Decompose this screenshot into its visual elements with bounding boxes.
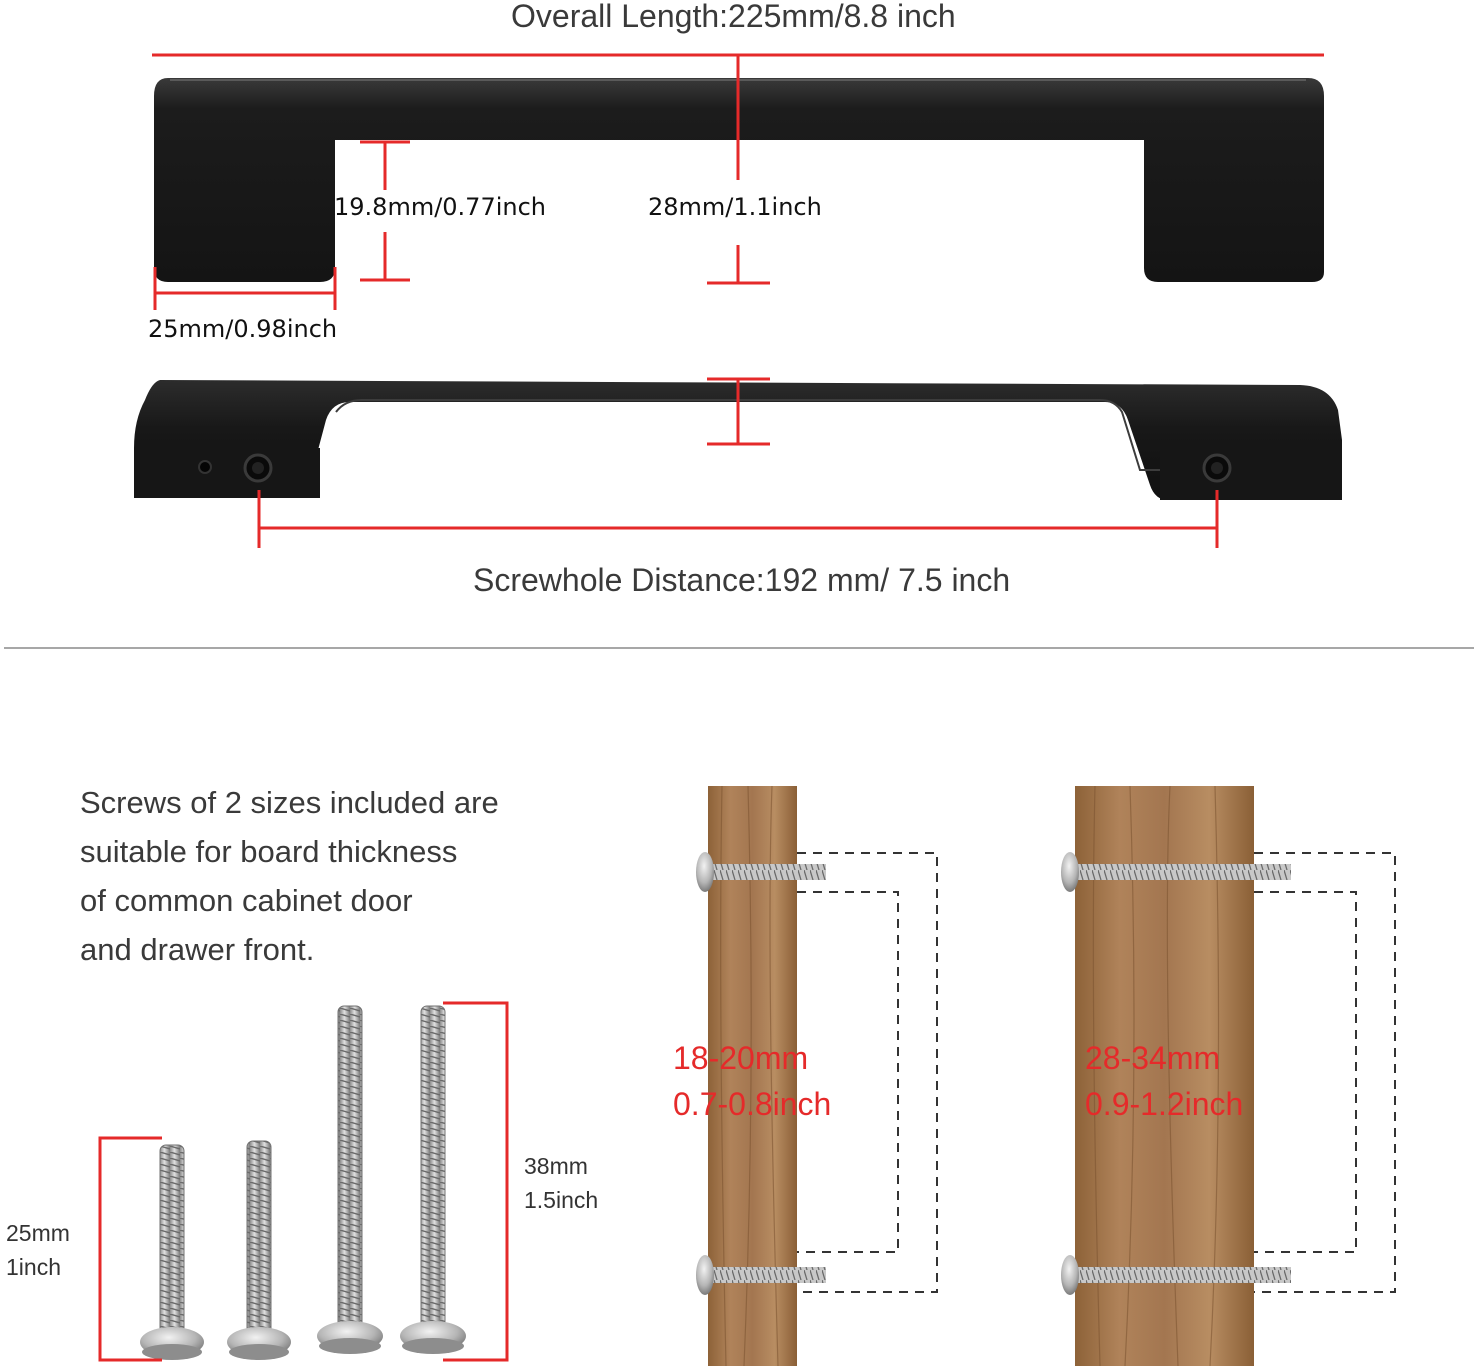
- overall-length-label: Overall Length:225mm/8.8 inch: [511, 0, 956, 34]
- short-screw-length-label: 25mm 1inch: [6, 1220, 70, 1280]
- long-screw-length-label: 38mm 1.5inch: [524, 1153, 599, 1213]
- leg-width-label: 25mm/0.98inch: [148, 315, 338, 343]
- screw-short-2: [227, 1140, 291, 1360]
- screw-long-2: [400, 1005, 466, 1354]
- board-thin-handle-outline: [797, 852, 938, 1293]
- board-thin-screw-top: [696, 852, 826, 892]
- thick-board-thickness-label: 28-34mm 0.9-1.2inch: [1085, 1040, 1244, 1122]
- board-thick-screw-bottom: [1061, 1255, 1291, 1295]
- leg-width-dimension: [153, 267, 337, 310]
- short-screw-bracket: [98, 1136, 162, 1362]
- inner-height-dimension: [360, 140, 410, 282]
- handle-height-label: 28mm/1.1inch: [648, 193, 822, 221]
- board-thin-screw-bottom: [696, 1255, 826, 1295]
- screwhole-distance-dimension: [257, 490, 1219, 548]
- handle-side-view: [134, 380, 1342, 500]
- long-screw-bracket: [443, 1001, 509, 1362]
- screwhole-distance-label: Screwhole Distance:192 mm/ 7.5 inch: [473, 562, 1011, 598]
- bar-thickness-dimension: [707, 377, 770, 446]
- inner-height-label: 19.8mm/0.77inch: [334, 193, 547, 221]
- screw-short-1: [140, 1144, 204, 1360]
- thin-board-thickness-label: 18-20mm 0.7-0.8inch: [673, 1040, 832, 1122]
- board-thick-screw-top: [1061, 852, 1291, 892]
- board-thick-handle-outline: [1254, 852, 1396, 1293]
- overall-length-dimension: [152, 53, 1324, 285]
- screw-long-1: [317, 1005, 383, 1354]
- bar-thickness-label: 8.2mm/0.3inch: [783, 400, 993, 436]
- screw-description: Screws of 2 sizes included are suitable …: [80, 785, 499, 967]
